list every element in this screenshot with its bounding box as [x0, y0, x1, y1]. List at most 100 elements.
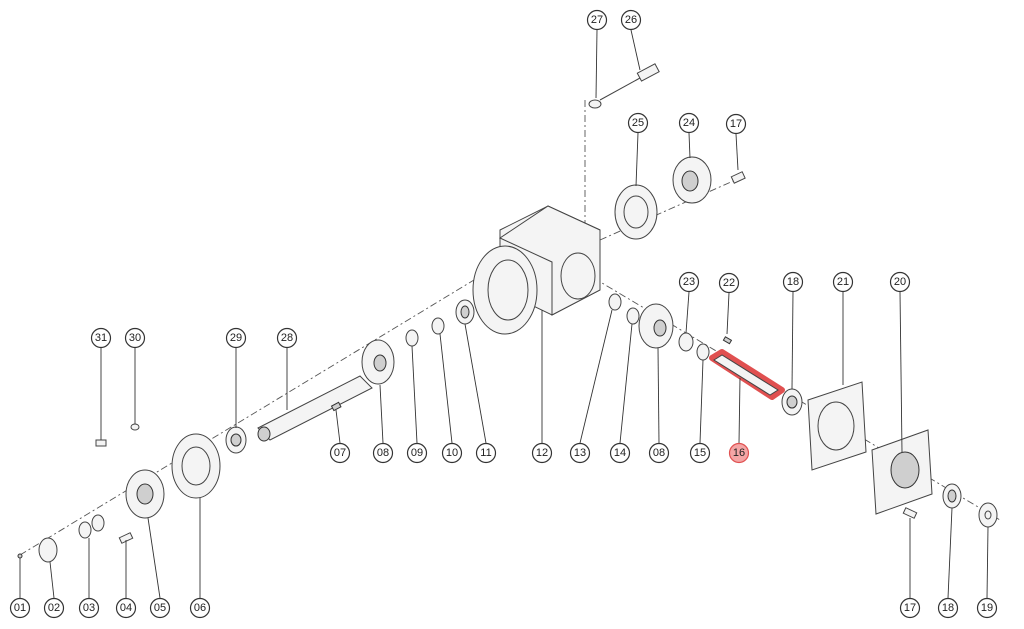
callout-30[interactable]: 30 — [124, 327, 146, 349]
bearing-cover-24 — [672, 156, 712, 204]
callout-20[interactable]: 20 — [889, 271, 911, 293]
callout-18-lower-label: 18 — [942, 602, 954, 614]
callout-09-label: 09 — [411, 447, 423, 459]
circlip-14 — [626, 307, 640, 325]
callout-28-label: 28 — [281, 332, 293, 344]
callout-12[interactable]: 12 — [531, 442, 553, 464]
callout-01[interactable]: 01 — [9, 597, 31, 619]
callout-23[interactable]: 23 — [678, 271, 700, 293]
circlip-09 — [405, 329, 419, 347]
callout-31[interactable]: 31 — [90, 327, 112, 349]
callout-29[interactable]: 29 — [225, 327, 247, 349]
bearing-11 — [455, 299, 475, 325]
callout-24-label: 24 — [683, 117, 695, 129]
callout-10[interactable]: 10 — [441, 442, 463, 464]
callout-04[interactable]: 04 — [115, 597, 137, 619]
end-cap-02 — [38, 537, 58, 563]
flange-plate-20 — [871, 429, 933, 515]
callout-03[interactable]: 03 — [78, 597, 100, 619]
callout-21[interactable]: 21 — [832, 271, 854, 293]
screw-17-bottom — [902, 507, 918, 519]
callout-18-lower[interactable]: 18 — [937, 597, 959, 619]
bearing-cover-05 — [125, 469, 165, 519]
screw-04 — [118, 532, 134, 544]
callout-13[interactable]: 13 — [569, 442, 591, 464]
callout-27[interactable]: 27 — [586, 9, 608, 31]
callout-21-label: 21 — [837, 276, 849, 288]
callout-02[interactable]: 02 — [43, 597, 65, 619]
callout-25[interactable]: 25 — [627, 112, 649, 134]
circlip-15 — [696, 343, 710, 361]
callout-15[interactable]: 15 — [689, 442, 711, 464]
pin-01 — [17, 553, 23, 559]
callout-15-label: 15 — [694, 447, 706, 459]
callout-03-label: 03 — [83, 602, 95, 614]
washer-30 — [130, 423, 140, 431]
callout-06[interactable]: 06 — [189, 597, 211, 619]
screw-31 — [95, 439, 107, 447]
bearing-29 — [225, 426, 247, 454]
callout-17-top-label: 17 — [730, 118, 742, 130]
callout-26[interactable]: 26 — [620, 9, 642, 31]
callout-05-label: 05 — [154, 602, 166, 614]
callout-31-label: 31 — [95, 332, 107, 344]
callout-22[interactable]: 22 — [718, 272, 740, 294]
seal-ring-27 — [588, 99, 602, 109]
callout-28[interactable]: 28 — [276, 327, 298, 349]
callout-14-label: 14 — [614, 447, 626, 459]
callout-14[interactable]: 14 — [609, 442, 631, 464]
callout-11-label: 11 — [480, 447, 491, 459]
callout-19[interactable]: 19 — [976, 597, 998, 619]
callout-11[interactable]: 11 — [475, 442, 497, 464]
callout-23-label: 23 — [683, 276, 695, 288]
callout-18-upper[interactable]: 18 — [782, 271, 804, 293]
callout-08-left[interactable]: 08 — [372, 442, 394, 464]
circlip-13 — [608, 293, 622, 311]
callout-22-label: 22 — [723, 277, 735, 289]
callout-16-label: 16 — [733, 447, 745, 459]
flange-gasket-06 — [171, 433, 221, 499]
callout-19-label: 19 — [981, 602, 993, 614]
oil-seals-03 — [78, 514, 105, 539]
bearing-18-upper — [781, 388, 803, 416]
end-cap-19 — [978, 502, 998, 528]
callout-24[interactable]: 24 — [678, 112, 700, 134]
callout-16-highlighted[interactable]: 16 — [728, 442, 750, 464]
callout-06-label: 06 — [194, 602, 206, 614]
callout-17-bottom-label: 17 — [904, 602, 916, 614]
key-07 — [330, 401, 342, 412]
callout-13-label: 13 — [574, 447, 586, 459]
input-shaft-28 — [257, 375, 373, 442]
bevel-gear-08-right — [638, 303, 674, 349]
callout-08-right[interactable]: 08 — [648, 442, 670, 464]
flange-21 — [807, 381, 867, 471]
oil-breather-plug — [599, 63, 660, 101]
callout-17-bottom[interactable]: 17 — [899, 597, 921, 619]
callout-10-label: 10 — [446, 447, 458, 459]
output-shaft-16-highlight — [709, 349, 785, 400]
bevel-gear-08-left — [361, 339, 395, 385]
callout-01-label: 01 — [14, 602, 26, 614]
callout-05[interactable]: 05 — [149, 597, 171, 619]
callout-09[interactable]: 09 — [406, 442, 428, 464]
callout-07[interactable]: 07 — [329, 442, 351, 464]
callout-08-left-label: 08 — [377, 447, 389, 459]
callout-26-label: 26 — [625, 14, 637, 26]
callout-25-label: 25 — [632, 117, 644, 129]
callout-02-label: 02 — [48, 602, 60, 614]
screw-17-top — [730, 171, 746, 184]
callout-12-label: 12 — [536, 447, 548, 459]
bearing-18-lower — [942, 483, 962, 509]
circlip-10 — [431, 317, 445, 335]
key-22 — [722, 336, 733, 345]
callout-17-top[interactable]: 17 — [725, 113, 747, 135]
leader-lines — [19, 29, 989, 599]
bearing-23 — [678, 332, 694, 352]
callout-27-label: 27 — [591, 14, 603, 26]
gearbox-housing — [472, 205, 601, 335]
callout-04-label: 04 — [120, 602, 132, 614]
flange-gasket-25 — [614, 184, 658, 240]
callout-18-upper-label: 18 — [787, 276, 799, 288]
callout-20-label: 20 — [894, 276, 906, 288]
